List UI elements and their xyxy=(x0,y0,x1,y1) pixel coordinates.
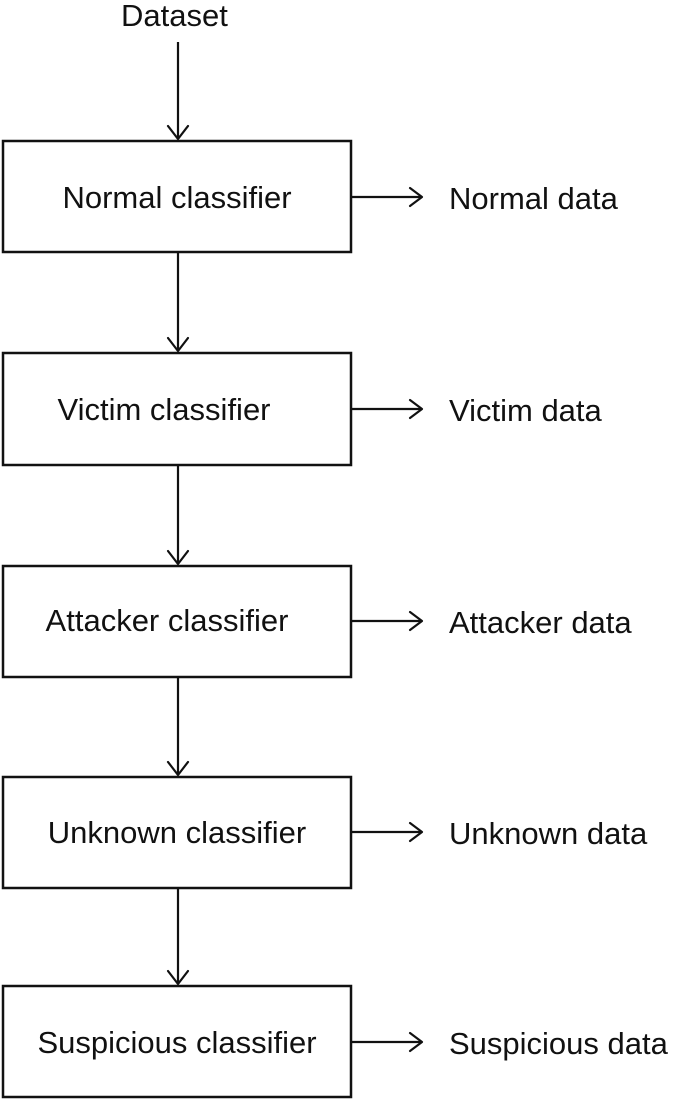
arrowhead-unknown-to-suspicious xyxy=(166,969,190,986)
arrowhead-victim-to-attacker xyxy=(166,549,190,566)
dataset-label: Dataset xyxy=(121,0,228,33)
attacker-classifier-box xyxy=(1,564,353,679)
unknown-classifier-label: Unknown classifier xyxy=(47,815,307,850)
victim-classifier-label: Victim classifier xyxy=(57,392,271,427)
arrowhead-suspicious-output xyxy=(408,1031,424,1053)
attacker-data-label: Attacker data xyxy=(449,605,632,640)
arrowhead-victim-output xyxy=(408,398,424,420)
unknown-data-label: Unknown data xyxy=(449,816,648,851)
victim-data-label: Victim data xyxy=(449,393,602,428)
arrowhead-attacker-to-unknown xyxy=(166,760,190,777)
arrowhead-normal-to-victim xyxy=(166,336,190,353)
arrowhead-dataset-to-normal xyxy=(166,124,190,141)
arrowhead-normal-output xyxy=(408,186,424,208)
suspicious-data-label: Suspicious data xyxy=(449,1026,668,1061)
normal-classifier-label: Normal classifier xyxy=(62,180,292,215)
attacker-classifier-label: Attacker classifier xyxy=(45,603,289,638)
suspicious-classifier-box xyxy=(1,984,353,1099)
suspicious-classifier-label: Suspicious classifier xyxy=(37,1025,317,1060)
arrowhead-attacker-output xyxy=(408,610,424,632)
arrowhead-unknown-output xyxy=(408,821,424,843)
normal-data-label: Normal data xyxy=(449,181,618,216)
victim-classifier-box xyxy=(1,351,353,467)
normal-classifier-box xyxy=(1,139,353,254)
unknown-classifier-box xyxy=(1,775,353,890)
